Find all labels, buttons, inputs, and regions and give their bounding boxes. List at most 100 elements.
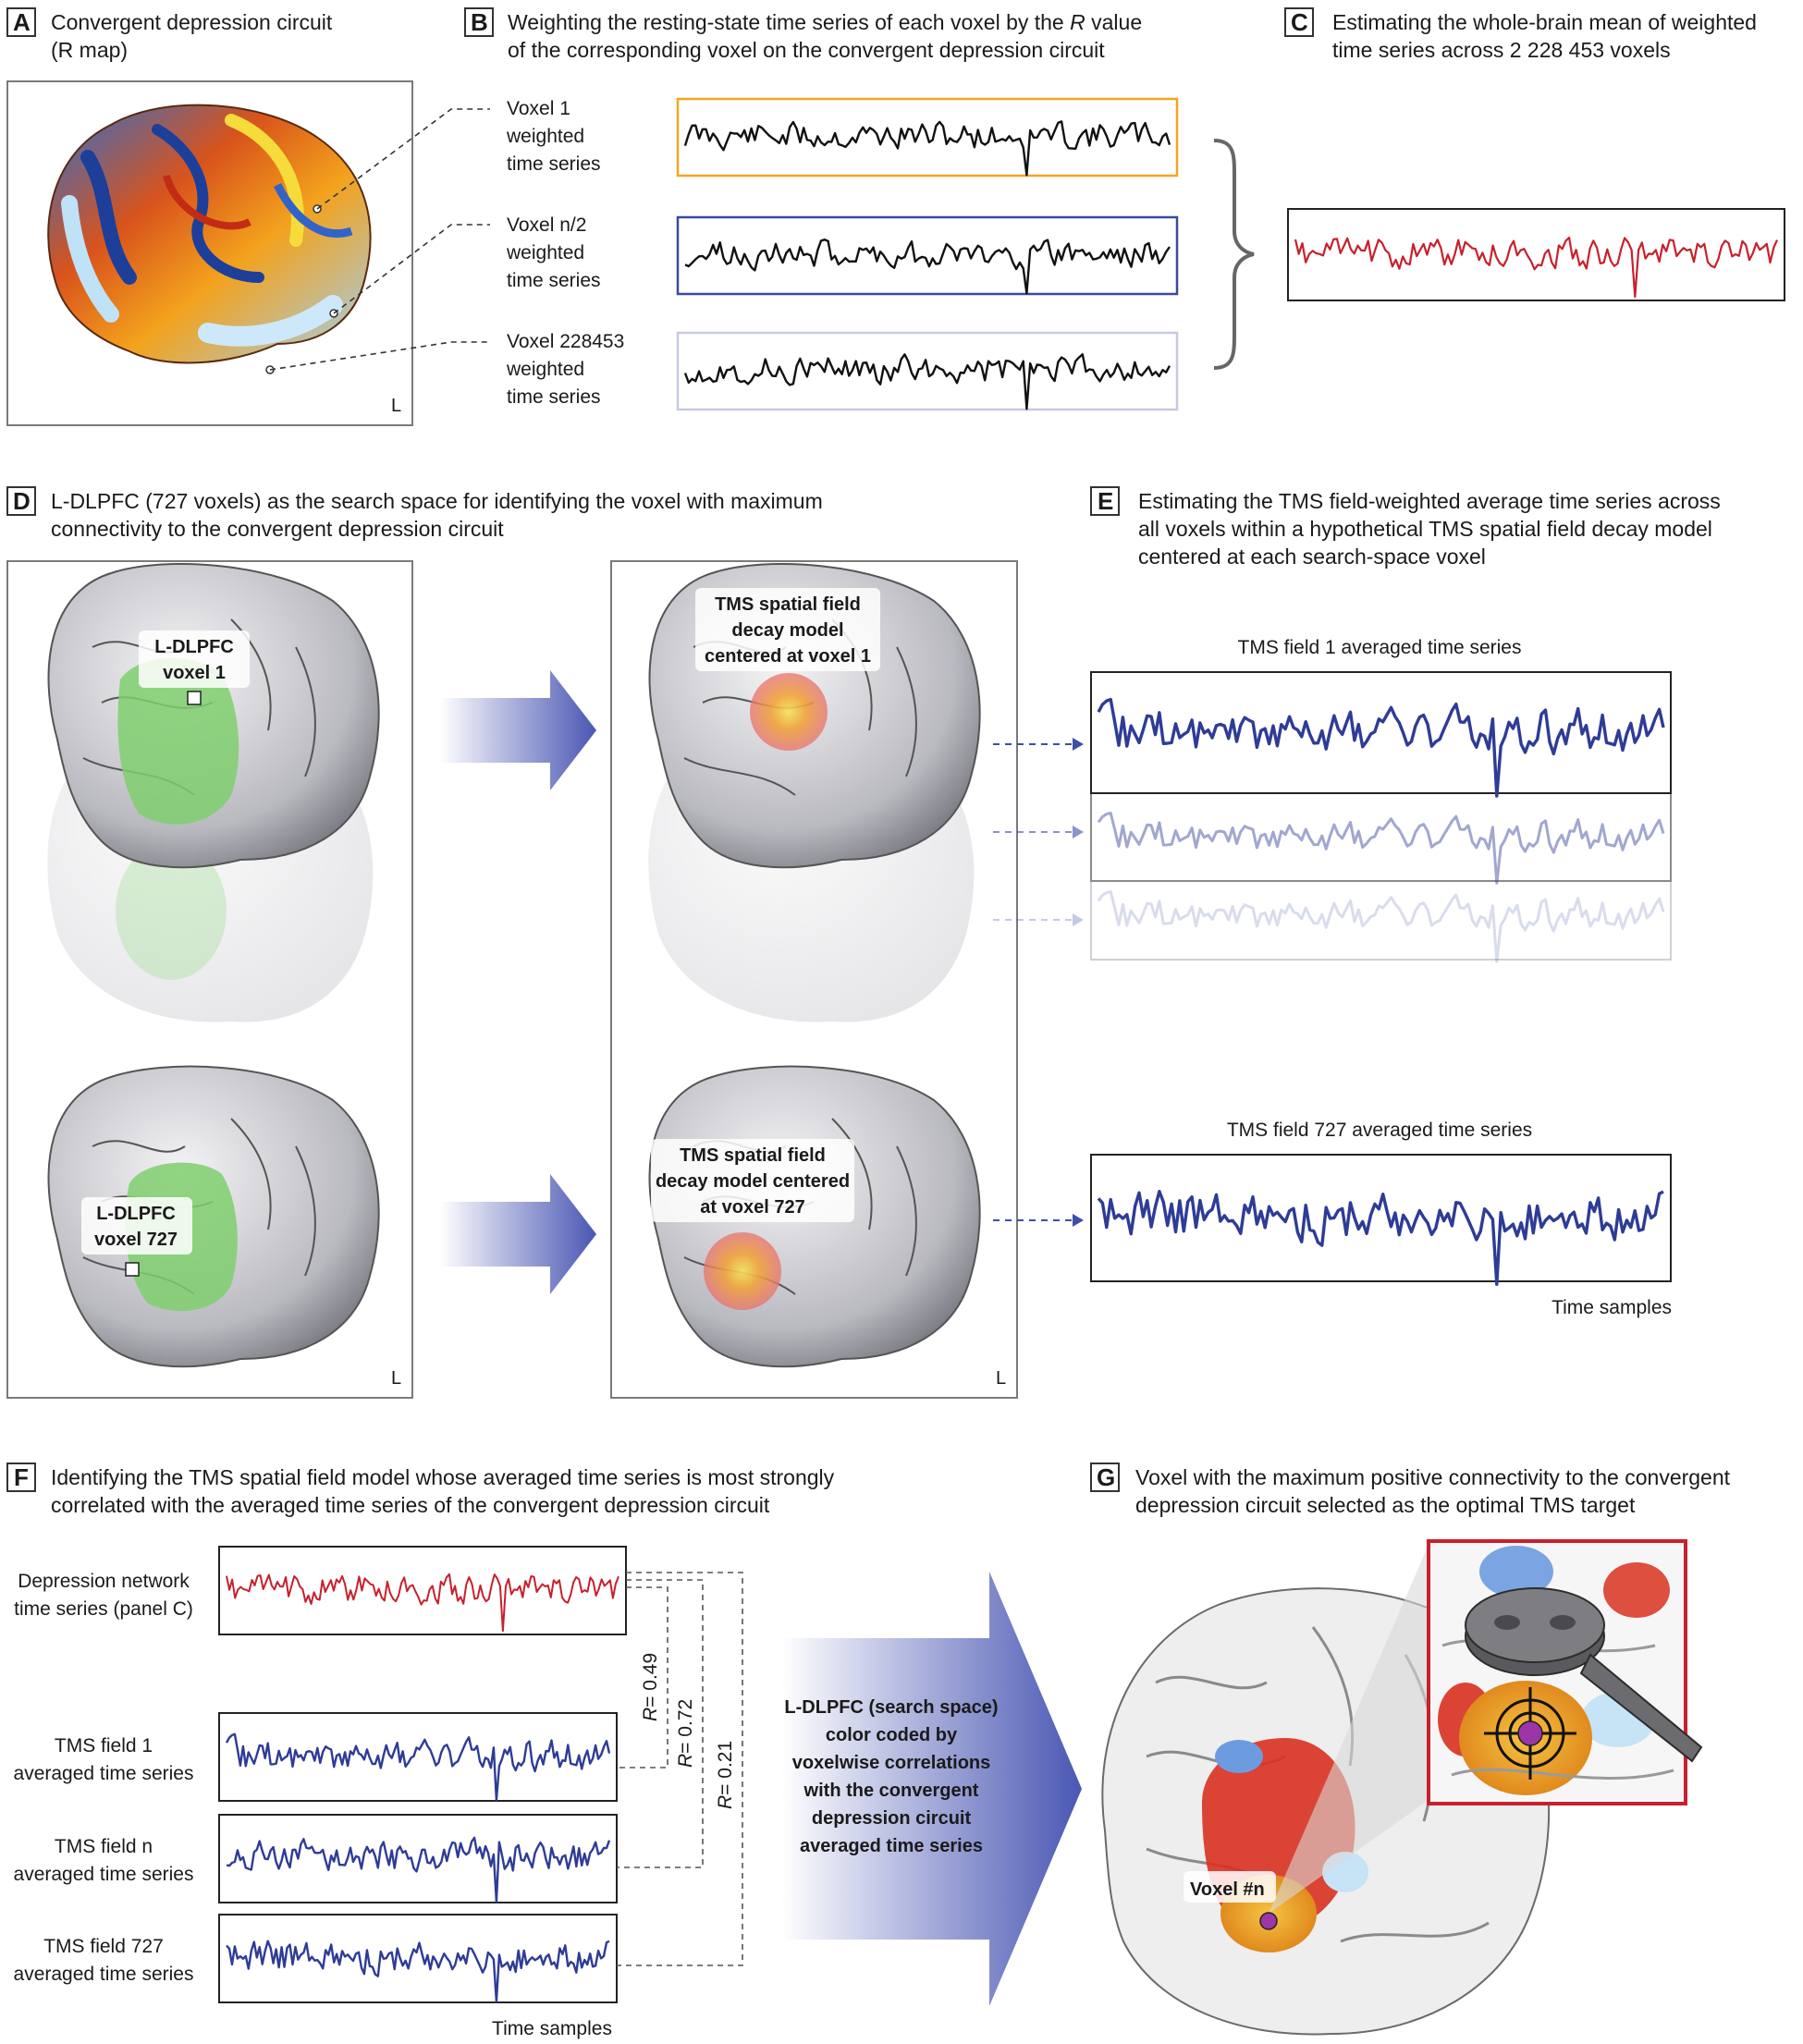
panel-e-letter-box bbox=[1090, 486, 1120, 516]
field-1-series-mid-line bbox=[1097, 812, 1665, 885]
correlation-3-symbol: R bbox=[715, 1795, 736, 1809]
panel-a-letter-box bbox=[6, 7, 36, 37]
panel-e-title-line3: centered at each search-space voxel bbox=[1138, 545, 1486, 569]
field-727-series-line bbox=[1097, 1189, 1664, 1287]
panel-f-letter: F bbox=[14, 1463, 29, 1491]
label-tag-field-727 bbox=[651, 1139, 854, 1222]
field-1-series-faint-line bbox=[1097, 890, 1665, 963]
panel-g: G Voxel with the maximum positive connec… bbox=[1090, 1463, 1731, 2036]
correlation-connectors bbox=[617, 1572, 743, 1966]
correlation-r-field-1: R= 0.49 bbox=[640, 1653, 661, 1721]
panel-a-letter: A bbox=[13, 8, 31, 36]
voxel-228453-series-line bbox=[683, 353, 1171, 410]
panel-a-side-label: L bbox=[391, 396, 401, 416]
target-label-tag bbox=[1184, 1871, 1276, 1903]
panel-b-title-italic: R bbox=[1070, 10, 1085, 34]
row-field-1-label-line1: TMS field 1 bbox=[55, 1735, 153, 1756]
field-727-series-caption: TMS field 727 averaged time series bbox=[1227, 1120, 1532, 1141]
field-727-label-line3: at voxel 727 bbox=[700, 1197, 804, 1218]
target-voxel-label: Voxel #n bbox=[1190, 1879, 1265, 1900]
panel-b-title-pre: Weighting the resting-state time series … bbox=[508, 10, 1070, 34]
merge-brace bbox=[1213, 139, 1255, 370]
panel-f-x-caption: Time samples bbox=[492, 2018, 612, 2039]
panel-b: B Weighting the resting-state time serie… bbox=[464, 7, 1255, 411]
label-tag-field-1 bbox=[695, 588, 880, 671]
panel-e-title-line2: all voxels within a hypothetical TMS spa… bbox=[1138, 517, 1712, 541]
label-voxel-1-line2: voxel 1 bbox=[163, 663, 226, 683]
panel-d-letter-box bbox=[6, 486, 36, 516]
panel-e-letter: E bbox=[1098, 487, 1113, 515]
panel-f: F Identifying the TMS spatial field mode… bbox=[6, 1463, 1082, 2039]
row-field-n-label-line1: TMS field n bbox=[55, 1836, 153, 1857]
field-n-f-series-line bbox=[226, 1836, 611, 1903]
field-1-series-mid-box bbox=[1090, 792, 1672, 882]
depression-series-line bbox=[226, 1573, 619, 1633]
panel-f-letter-box bbox=[6, 1463, 36, 1492]
panel-d-letter: D bbox=[13, 487, 31, 515]
panel-c: C Estimating the whole-brain mean of wei… bbox=[1284, 7, 1785, 301]
arrow-field-727 bbox=[439, 1174, 596, 1294]
correlation-2-value: = 0.72 bbox=[675, 1699, 696, 1754]
panel-c-letter: C bbox=[1291, 8, 1308, 36]
voxel-n2-label-line2: weighted bbox=[506, 242, 584, 263]
correlation-1-symbol: R bbox=[640, 1707, 661, 1721]
panel-b-letter: B bbox=[471, 8, 488, 36]
whole-brain-mean-series bbox=[1294, 236, 1779, 299]
field-727-label-line1: TMS spatial field bbox=[680, 1145, 826, 1166]
panel-b-letter-box bbox=[464, 7, 494, 37]
field-727-f-series-line bbox=[226, 1940, 610, 2003]
label-voxel-727-line2: voxel 727 bbox=[94, 1230, 178, 1250]
label-voxel-1-line1: L-DLPFC bbox=[154, 637, 234, 657]
arrow-text-line4: with the convergent bbox=[803, 1781, 979, 1801]
panel-d-right-side-label: L bbox=[996, 1368, 1006, 1389]
row-field-727-label-line2: averaged time series bbox=[14, 1964, 194, 1985]
field-1-series-caption: TMS field 1 averaged time series bbox=[1238, 637, 1522, 658]
panel-a-title-line2: (R map) bbox=[51, 38, 128, 62]
panel-e-title-line1: Estimating the TMS field-weighted averag… bbox=[1138, 489, 1721, 513]
r-map-brain-illustration bbox=[47, 104, 372, 374]
row-field-n-label-line2: averaged time series bbox=[14, 1864, 194, 1885]
panel-f-title-line2: correlated with the averaged time series… bbox=[51, 1493, 770, 1517]
search-space-brain-voxel-1 bbox=[47, 563, 380, 1022]
panel-c-letter-box bbox=[1284, 7, 1314, 37]
tms-coil-icon bbox=[1465, 1587, 1703, 1763]
arrow-field-1 bbox=[439, 670, 596, 790]
label-voxel-727-line1: L-DLPFC bbox=[96, 1204, 176, 1224]
panel-d: D L-DLPFC (727 voxels) as the search spa… bbox=[6, 486, 1018, 1399]
panel-d-title-line1: L-DLPFC (727 voxels) as the search space… bbox=[51, 489, 823, 513]
voxel-n2-label-line1: Voxel n/2 bbox=[507, 214, 586, 236]
panel-b-title-line1: Weighting the resting-state time series … bbox=[508, 10, 1142, 34]
voxel-n2-series-box bbox=[676, 215, 1179, 296]
row-field-727-label-line1: TMS field 727 bbox=[43, 1936, 164, 1957]
field-727-f-series-box bbox=[218, 1914, 618, 2003]
voxel-228453-label-line2: weighted bbox=[506, 359, 584, 380]
field-to-series-arrows bbox=[993, 738, 1084, 1227]
panel-a-title-line1: Convergent depression circuit bbox=[51, 10, 333, 34]
field-1-f-series-line bbox=[225, 1732, 611, 1802]
voxel-228453-label-line3: time series bbox=[507, 386, 601, 408]
leader-line-voxel-228453 bbox=[269, 341, 490, 371]
correlation-2-symbol: R bbox=[675, 1754, 696, 1768]
field-1-label-line1: TMS spatial field bbox=[715, 594, 861, 615]
arrow-text-line6: averaged time series bbox=[800, 1836, 983, 1856]
panel-g-letter: G bbox=[1097, 1463, 1115, 1491]
correlation-1-value: = 0.49 bbox=[640, 1653, 661, 1707]
panel-c-title-line1: Estimating the whole-brain mean of weigh… bbox=[1332, 10, 1757, 34]
arrow-text-line1: L-DLPFC (search space) bbox=[784, 1697, 998, 1718]
row-field-1-label-line2: averaged time series bbox=[14, 1763, 194, 1784]
voxel-1-label-line3: time series bbox=[507, 153, 601, 175]
arrow-text-line5: depression circuit bbox=[812, 1808, 972, 1829]
panel-g-title-line2: depression circuit selected as the optim… bbox=[1135, 1493, 1636, 1517]
panel-b-title-post: value bbox=[1085, 10, 1142, 34]
field-1-series-line bbox=[1097, 697, 1665, 798]
panel-f-title-line1: Identifying the TMS spatial field model … bbox=[51, 1465, 835, 1489]
field-1-label-line3: centered at voxel 1 bbox=[705, 646, 871, 667]
correlation-3-value: = 0.21 bbox=[715, 1741, 736, 1795]
panel-e: E Estimating the TMS field-weighted aver… bbox=[1090, 486, 1721, 1318]
row-depression-label-line1: Depression network bbox=[18, 1571, 190, 1592]
target-voxel-marker bbox=[1259, 1912, 1278, 1930]
field-1-label-line2: decay model bbox=[731, 620, 843, 641]
panel-d-left-side-label: L bbox=[391, 1368, 401, 1389]
leader-line-voxel-n2 bbox=[333, 224, 490, 314]
